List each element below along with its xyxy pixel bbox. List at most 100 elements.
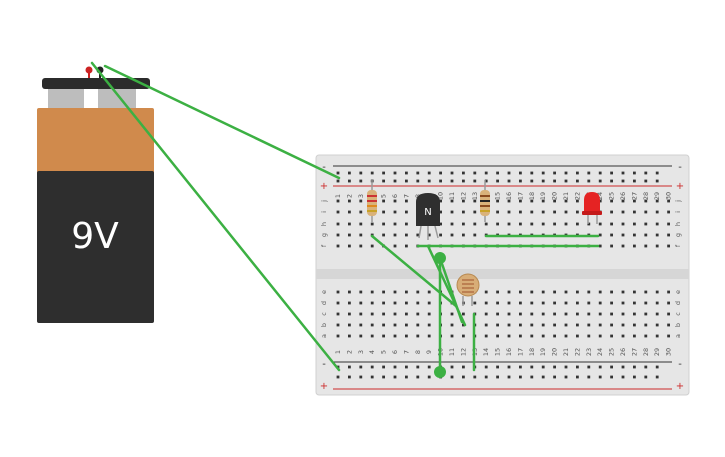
terminal-hole[interactable] — [382, 210, 385, 214]
rail-hole[interactable] — [553, 179, 556, 183]
terminal-hole[interactable] — [667, 323, 670, 327]
terminal-hole[interactable] — [348, 301, 351, 305]
terminal-hole[interactable] — [348, 312, 351, 316]
rail-hole[interactable] — [564, 375, 568, 379]
terminal-hole[interactable] — [427, 323, 431, 327]
terminal-hole[interactable] — [427, 301, 431, 305]
terminal-hole[interactable] — [393, 301, 397, 305]
terminal-hole[interactable] — [496, 323, 499, 327]
rail-hole[interactable] — [416, 179, 420, 183]
wire-junction-upper[interactable] — [434, 252, 446, 264]
terminal-hole[interactable] — [576, 222, 579, 226]
terminal-hole[interactable] — [462, 233, 465, 237]
rail-hole[interactable] — [598, 365, 602, 369]
terminal-hole[interactable] — [336, 244, 340, 248]
terminal-hole[interactable] — [336, 222, 340, 226]
rail-hole[interactable] — [530, 365, 534, 369]
terminal-hole[interactable] — [644, 210, 648, 214]
terminal-hole[interactable] — [519, 222, 522, 226]
rail-hole[interactable] — [370, 171, 374, 175]
terminal-hole[interactable] — [644, 334, 648, 338]
terminal-hole[interactable] — [507, 290, 511, 294]
terminal-hole[interactable] — [667, 222, 670, 226]
rail-hole[interactable] — [530, 375, 534, 379]
terminal-hole[interactable] — [633, 210, 636, 214]
rail-hole[interactable] — [655, 365, 659, 369]
terminal-hole[interactable] — [598, 222, 602, 226]
terminal-hole[interactable] — [667, 312, 670, 316]
rail-hole[interactable] — [336, 179, 340, 183]
terminal-hole[interactable] — [348, 210, 351, 214]
terminal-hole[interactable] — [416, 233, 420, 237]
terminal-hole[interactable] — [496, 199, 499, 203]
terminal-hole[interactable] — [336, 323, 340, 327]
terminal-hole[interactable] — [348, 334, 351, 338]
terminal-hole[interactable] — [507, 334, 511, 338]
terminal-hole[interactable] — [633, 334, 636, 338]
terminal-hole[interactable] — [644, 244, 648, 248]
rail-hole[interactable] — [587, 171, 591, 175]
rail-hole[interactable] — [393, 179, 397, 183]
terminal-hole[interactable] — [576, 290, 579, 294]
terminal-hole[interactable] — [633, 323, 636, 327]
terminal-hole[interactable] — [541, 210, 545, 214]
terminal-hole[interactable] — [541, 334, 545, 338]
terminal-hole[interactable] — [484, 323, 488, 327]
rail-hole[interactable] — [427, 365, 431, 369]
terminal-hole[interactable] — [644, 323, 648, 327]
terminal-hole[interactable] — [667, 199, 670, 203]
resistor-1[interactable] — [367, 180, 377, 222]
rail-hole[interactable] — [621, 171, 625, 175]
terminal-hole[interactable] — [541, 199, 545, 203]
terminal-hole[interactable] — [530, 210, 534, 214]
terminal-hole[interactable] — [621, 323, 625, 327]
terminal-hole[interactable] — [621, 244, 625, 248]
terminal-hole[interactable] — [496, 312, 499, 316]
rail-hole[interactable] — [484, 375, 488, 379]
rail-hole[interactable] — [450, 375, 454, 379]
terminal-hole[interactable] — [359, 244, 363, 248]
transistor-npn[interactable]: N — [416, 193, 440, 240]
terminal-hole[interactable] — [667, 301, 670, 305]
terminal-hole[interactable] — [564, 334, 568, 338]
terminal-hole[interactable] — [450, 199, 454, 203]
terminal-hole[interactable] — [576, 199, 579, 203]
terminal-hole[interactable] — [393, 233, 397, 237]
terminal-hole[interactable] — [405, 199, 408, 203]
terminal-hole[interactable] — [667, 290, 670, 294]
terminal-hole[interactable] — [553, 323, 556, 327]
terminal-hole[interactable] — [621, 290, 625, 294]
rail-hole[interactable] — [576, 179, 579, 183]
terminal-hole[interactable] — [655, 244, 659, 248]
rail-hole[interactable] — [348, 375, 351, 379]
rail-hole[interactable] — [439, 171, 442, 175]
terminal-hole[interactable] — [519, 323, 522, 327]
rail-hole[interactable] — [587, 179, 591, 183]
rail-hole[interactable] — [644, 375, 648, 379]
rail-hole[interactable] — [553, 365, 556, 369]
rail-hole[interactable] — [541, 365, 545, 369]
terminal-hole[interactable] — [530, 312, 534, 316]
terminal-hole[interactable] — [644, 290, 648, 294]
terminal-hole[interactable] — [576, 334, 579, 338]
terminal-hole[interactable] — [633, 244, 636, 248]
rail-hole[interactable] — [633, 375, 636, 379]
rail-hole[interactable] — [507, 171, 511, 175]
terminal-hole[interactable] — [336, 199, 340, 203]
terminal-hole[interactable] — [519, 301, 522, 305]
terminal-hole[interactable] — [587, 290, 591, 294]
terminal-hole[interactable] — [348, 233, 351, 237]
rail-hole[interactable] — [507, 365, 511, 369]
terminal-hole[interactable] — [382, 312, 385, 316]
terminal-hole[interactable] — [405, 323, 408, 327]
terminal-hole[interactable] — [393, 244, 397, 248]
terminal-hole[interactable] — [450, 233, 454, 237]
terminal-hole[interactable] — [553, 199, 556, 203]
rail-hole[interactable] — [462, 365, 465, 369]
terminal-hole[interactable] — [336, 312, 340, 316]
terminal-hole[interactable] — [633, 199, 636, 203]
rail-hole[interactable] — [382, 171, 385, 175]
rail-hole[interactable] — [564, 179, 568, 183]
rail-hole[interactable] — [382, 179, 385, 183]
rail-hole[interactable] — [576, 375, 579, 379]
